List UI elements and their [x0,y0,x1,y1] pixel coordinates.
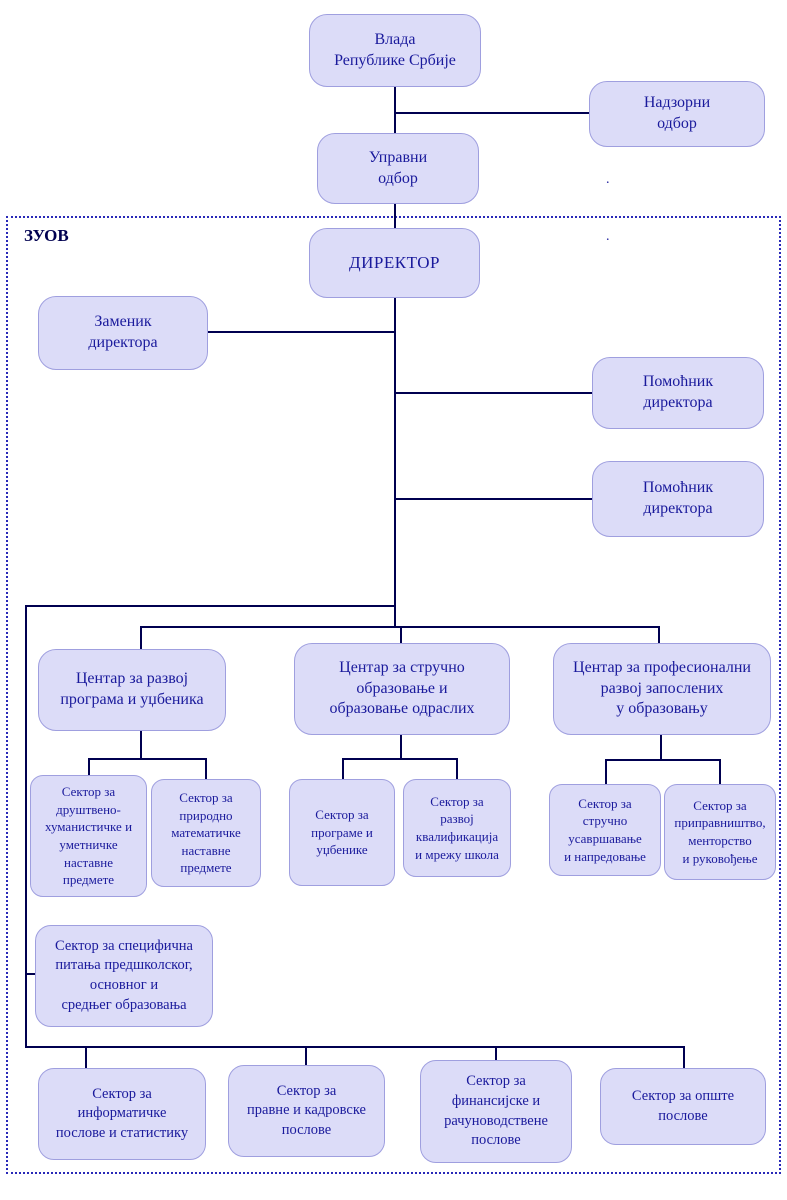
connector-sektor-drustveno-stub [88,758,90,775]
connector-sektor-finansijske-stub [495,1046,497,1060]
node-centar-profesionalni-razvoj: Центар за професионални развој запослени… [553,643,771,735]
node-sektor-specificna-pitanja: Сектор за специфична питања предшколског… [35,925,213,1027]
node-pomocnik-direktora-2: Помоћник директора [592,461,764,537]
node-label: Сектор за природно математичке наставне … [171,790,241,876]
connector-center2-stub [400,626,402,643]
connector-sektor-opste-stub [683,1046,685,1068]
connector-sektor-razvoj-stub [456,758,458,779]
connector-center2-down [400,735,402,760]
connector-sektor-informaticke-stub [85,1046,87,1068]
node-zamenik-direktora: Заменик директора [38,296,208,370]
node-label: Помоћник директора [642,479,714,517]
connector-sektor-prirodno-stub [205,758,207,779]
connector-left-branch-h [25,605,395,607]
node-sektor-strucno-usavrsavanje: Сектор за стручно усавршавање и напредов… [549,784,661,876]
node-direktor: ДИРЕКТОР [309,228,480,298]
connector-sektor-pripravnistvo-stub [719,759,721,784]
node-label: Центар за развој програма и уџбеника [60,670,204,708]
node-label: Влада Републике Србије [334,30,456,69]
stray-dot: . [606,172,610,187]
connector-pomocnik-1 [394,392,593,394]
node-label: Центар за стручно образовање и образовањ… [329,658,475,718]
node-sektor-pripravnistvo: Сектор за приправништво, менторство и ру… [664,784,776,880]
connector-upravni-direktor [394,204,396,228]
connector-sektor-strucno-stub [605,759,607,784]
node-label: Сектор за специфична питања предшколског… [55,937,193,1013]
node-label: Помоћник директора [642,373,714,411]
node-sektor-drustveno-humanisticke: Сектор за друштвено- хуманистичке и умет… [30,775,147,897]
node-label: Сектор за информатичке послове и статист… [55,1085,189,1141]
node-label: Управни одбор [368,148,428,187]
node-upravni-odbor: Управни одбор [317,133,479,204]
node-sektor-informaticke: Сектор за информатичке послове и статист… [38,1068,206,1160]
connector-sektor-programe-stub [342,758,344,779]
connector-centers-h [140,626,659,628]
connector-center1-down [140,731,142,760]
connector-direktor-trunk [394,298,396,628]
node-vlada: Влада Републике Србије [309,14,481,87]
stray-dot: . [606,229,610,244]
zuov-group-label: ЗУОВ [24,226,69,245]
node-label: Сектор за приправништво, менторство и ру… [674,797,766,866]
node-label: Надзорни одбор [643,94,711,132]
node-label: ДИРЕКТОР [349,252,440,272]
node-label: Сектор за стручно усавршавање и напредов… [564,795,646,864]
connector-center3-stub [658,626,660,643]
connector-center3-down [660,735,662,761]
connector-sektor-specificna-stub [25,973,37,975]
node-sektor-opste: Сектор за опште послове [600,1068,766,1145]
node-label: Сектор за развој квалификација и мрежу ш… [415,793,499,862]
node-label: Сектор за опште послове [631,1087,735,1124]
connector-nadzorni [394,112,590,114]
node-centar-razvoj-programa: Центар за развој програма и уџбеника [38,649,226,731]
node-sektor-programe-udzbenike: Сектор за програме и уџбенике [289,779,395,886]
connector-sektor-pravne-stub [305,1046,307,1065]
node-sektor-prirodno-matematicke: Сектор за природно математичке наставне … [151,779,261,887]
connector-center1-stub [140,626,142,649]
connector-center1-split-h [88,758,207,760]
connector-bottom-row-h [25,1046,685,1048]
node-label: Сектор за финансијске и рачуноводствене … [444,1073,548,1149]
connector-center3-split-h [605,759,721,761]
node-nadzorni-odbor: Надзорни одбор [589,81,765,147]
connector-center2-split-h [342,758,458,760]
node-label: Сектор за правне и кадровске послове [247,1082,366,1138]
connector-pomocnik-2 [394,498,593,500]
connector-zamenik [208,331,395,333]
node-label: Сектор за програме и уџбенике [311,807,373,858]
connector-left-branch-v [25,605,27,1048]
node-sektor-razvoj-kvalifikacija: Сектор за развој квалификација и мрежу ш… [403,779,511,877]
zuov-group-border [6,216,781,1174]
node-label: Заменик директора [88,313,158,351]
node-pomocnik-direktora-1: Помоћник директора [592,357,764,429]
node-centar-strucno-obrazovanje: Центар за стручно образовање и образовањ… [294,643,510,735]
node-label: Центар за професионални развој запослени… [573,658,751,718]
node-label: Сектор за друштвено- хуманистичке и умет… [44,784,133,888]
connector-vlada-upravni [394,87,396,133]
node-sektor-pravne-kadrovske: Сектор за правне и кадровске послове [228,1065,385,1157]
node-sektor-finansijske: Сектор за финансијске и рачуноводствене … [420,1060,572,1163]
